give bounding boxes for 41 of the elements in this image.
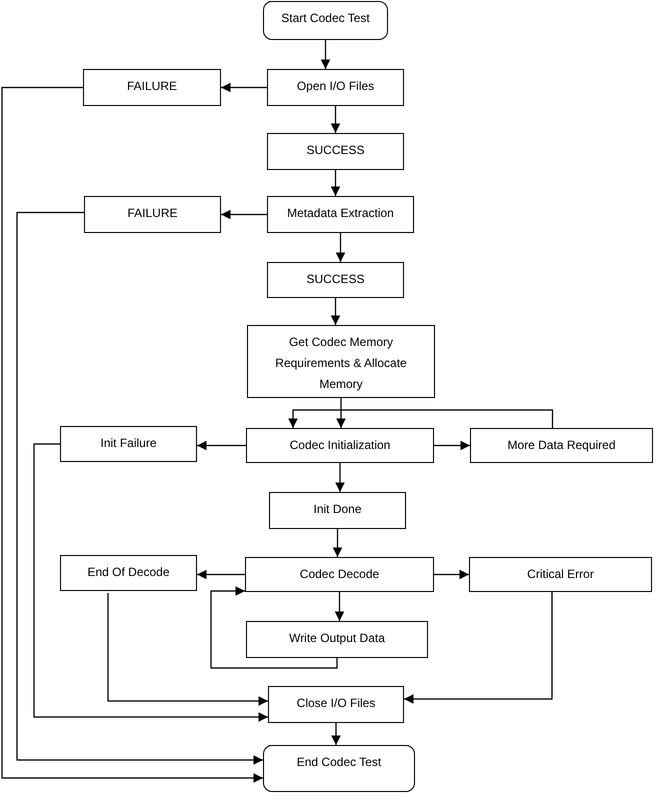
- arrow: [33, 443, 268, 722]
- arrow: [210, 586, 338, 669]
- process-box: FAILURE: [84, 196, 221, 233]
- arrow: [434, 570, 469, 580]
- process-box: Write Output Data: [246, 621, 428, 658]
- process-box: FAILURE: [83, 69, 221, 106]
- arrow: [221, 210, 267, 220]
- process-box: Codec Initialization: [246, 428, 434, 463]
- arrow: [434, 440, 470, 450]
- arrow: [107, 593, 268, 706]
- process-box: Open I/O Files: [267, 69, 404, 106]
- process-box: Codec Decode: [245, 557, 434, 592]
- arrow: [330, 106, 340, 133]
- process-box: Init Done: [269, 492, 406, 529]
- arrow: [197, 570, 245, 580]
- arrow: [331, 723, 341, 745]
- process-box: End Of Decode: [60, 555, 197, 591]
- process-box: Critical Error: [469, 557, 652, 592]
- terminal-box: End Codec Test: [263, 745, 415, 792]
- arrow: [335, 463, 345, 492]
- arrow: [1, 86, 263, 783]
- arrow: [221, 82, 267, 92]
- process-box: More Data Required: [470, 428, 653, 463]
- arrow: [334, 592, 344, 621]
- arrow: [330, 298, 340, 325]
- process-box: Get Codec Memory Requirements & Allocate Memory: [247, 325, 435, 398]
- arrow: [330, 170, 340, 196]
- arrow: [320, 40, 330, 69]
- arrow: [16, 212, 263, 765]
- process-box: SUCCESS: [267, 262, 404, 298]
- arrow: [336, 398, 346, 428]
- arrow: [332, 529, 342, 557]
- process-box: Init Failure: [60, 426, 197, 462]
- arrow: [404, 592, 553, 704]
- arrow: [336, 233, 346, 262]
- process-box: Metadata Extraction: [267, 196, 414, 233]
- terminal-box: Start Codec Test: [263, 1, 388, 40]
- process-box: SUCCESS: [267, 133, 404, 170]
- arrow: [288, 409, 554, 428]
- process-box: Close I/O Files: [268, 686, 404, 723]
- arrow: [197, 440, 246, 450]
